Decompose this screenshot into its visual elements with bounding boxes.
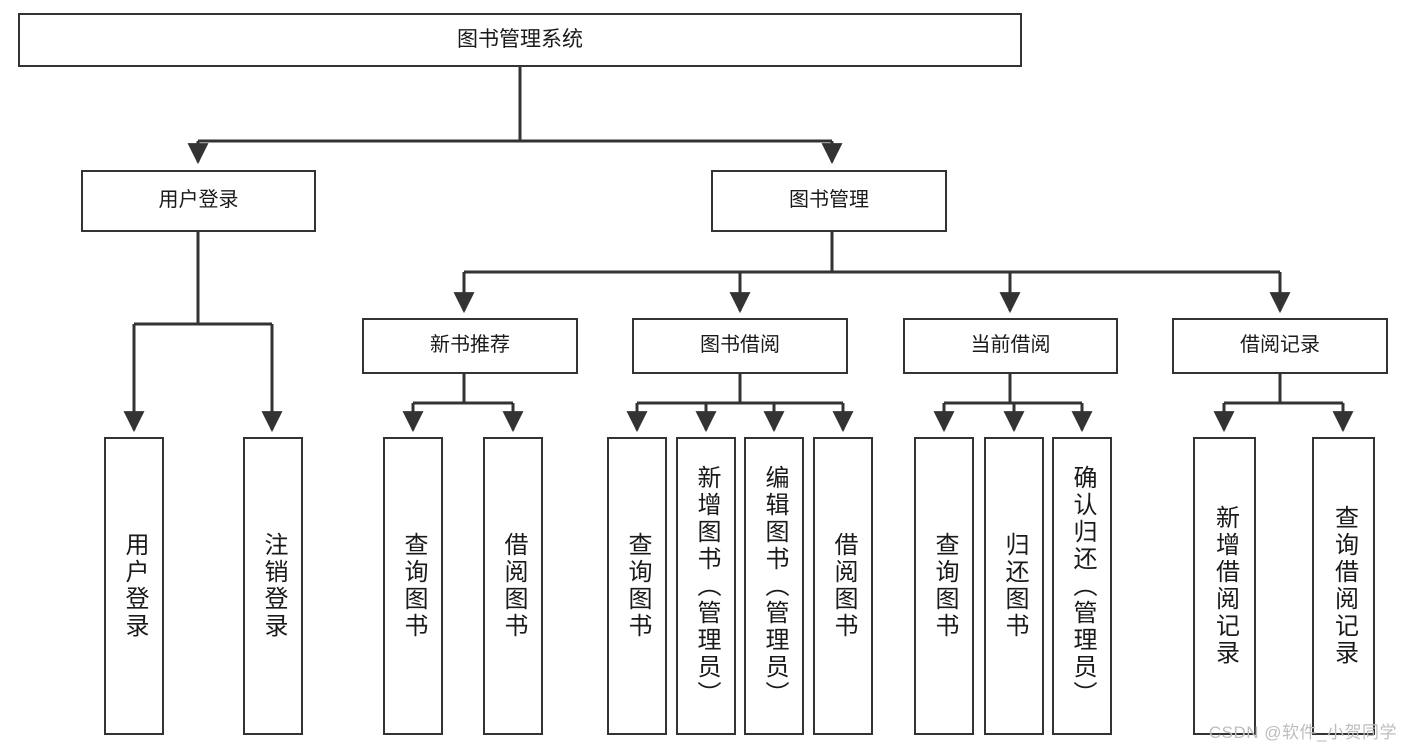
- node-borrow-record-label: 借阅记录: [1240, 334, 1320, 357]
- leaf-label: 编辑图书（管理员）: [761, 464, 788, 708]
- leaf-borrow-record-add[interactable]: 新增借阅记录: [1193, 437, 1256, 735]
- leaf-label: 借阅图书: [830, 532, 857, 640]
- leaf-label: 用户登录: [121, 532, 148, 640]
- node-book-borrow-label: 图书借阅: [700, 334, 780, 357]
- node-new-book-recommend-label: 新书推荐: [430, 334, 510, 357]
- leaf-book-borrow-query[interactable]: 查询图书: [607, 437, 667, 735]
- leaf-label: 归还图书: [1001, 532, 1028, 640]
- node-borrow-record[interactable]: 借阅记录: [1172, 318, 1388, 374]
- leaf-label: 查询图书: [400, 532, 427, 640]
- leaf-label: 借阅图书: [500, 532, 527, 640]
- node-current-borrow-label: 当前借阅: [970, 334, 1051, 357]
- leaf-label: 确认归还（管理员）: [1069, 464, 1096, 708]
- node-current-borrow[interactable]: 当前借阅: [903, 318, 1118, 374]
- leaf-new-book-borrow[interactable]: 借阅图书: [483, 437, 543, 735]
- leaf-user-login-signin[interactable]: 用户登录: [104, 437, 164, 735]
- node-user-login-label: 用户登录: [158, 189, 239, 212]
- leaf-label: 查询图书: [624, 532, 651, 640]
- leaf-book-borrow-edit[interactable]: 编辑图书（管理员）: [744, 437, 804, 735]
- leaf-label: 新增借阅记录: [1211, 505, 1239, 667]
- leaf-book-borrow-borrow[interactable]: 借阅图书: [813, 437, 873, 735]
- leaf-user-login-signout[interactable]: 注销登录: [243, 437, 303, 735]
- node-new-book-recommend[interactable]: 新书推荐: [362, 318, 578, 374]
- node-book-borrow[interactable]: 图书借阅: [632, 318, 848, 374]
- leaf-label: 查询图书: [931, 532, 958, 640]
- node-root[interactable]: 图书管理系统: [18, 13, 1022, 67]
- leaf-borrow-record-query[interactable]: 查询借阅记录: [1312, 437, 1375, 735]
- leaf-current-borrow-return[interactable]: 归还图书: [984, 437, 1044, 735]
- node-user-login[interactable]: 用户登录: [81, 170, 316, 232]
- leaf-new-book-query[interactable]: 查询图书: [383, 437, 443, 735]
- watermark: CSDN @软件_小贺同学: [1208, 723, 1397, 742]
- node-book-management[interactable]: 图书管理: [711, 170, 947, 232]
- leaf-label: 新增图书（管理员）: [693, 464, 720, 708]
- leaf-label: 注销登录: [260, 532, 287, 640]
- leaf-book-borrow-add[interactable]: 新增图书（管理员）: [676, 437, 736, 735]
- leaf-current-borrow-query[interactable]: 查询图书: [914, 437, 974, 735]
- node-book-management-label: 图书管理: [789, 189, 869, 212]
- node-root-label: 图书管理系统: [457, 27, 583, 51]
- leaf-current-borrow-confirm-return[interactable]: 确认归还（管理员）: [1052, 437, 1112, 735]
- leaf-label: 查询借阅记录: [1330, 505, 1358, 667]
